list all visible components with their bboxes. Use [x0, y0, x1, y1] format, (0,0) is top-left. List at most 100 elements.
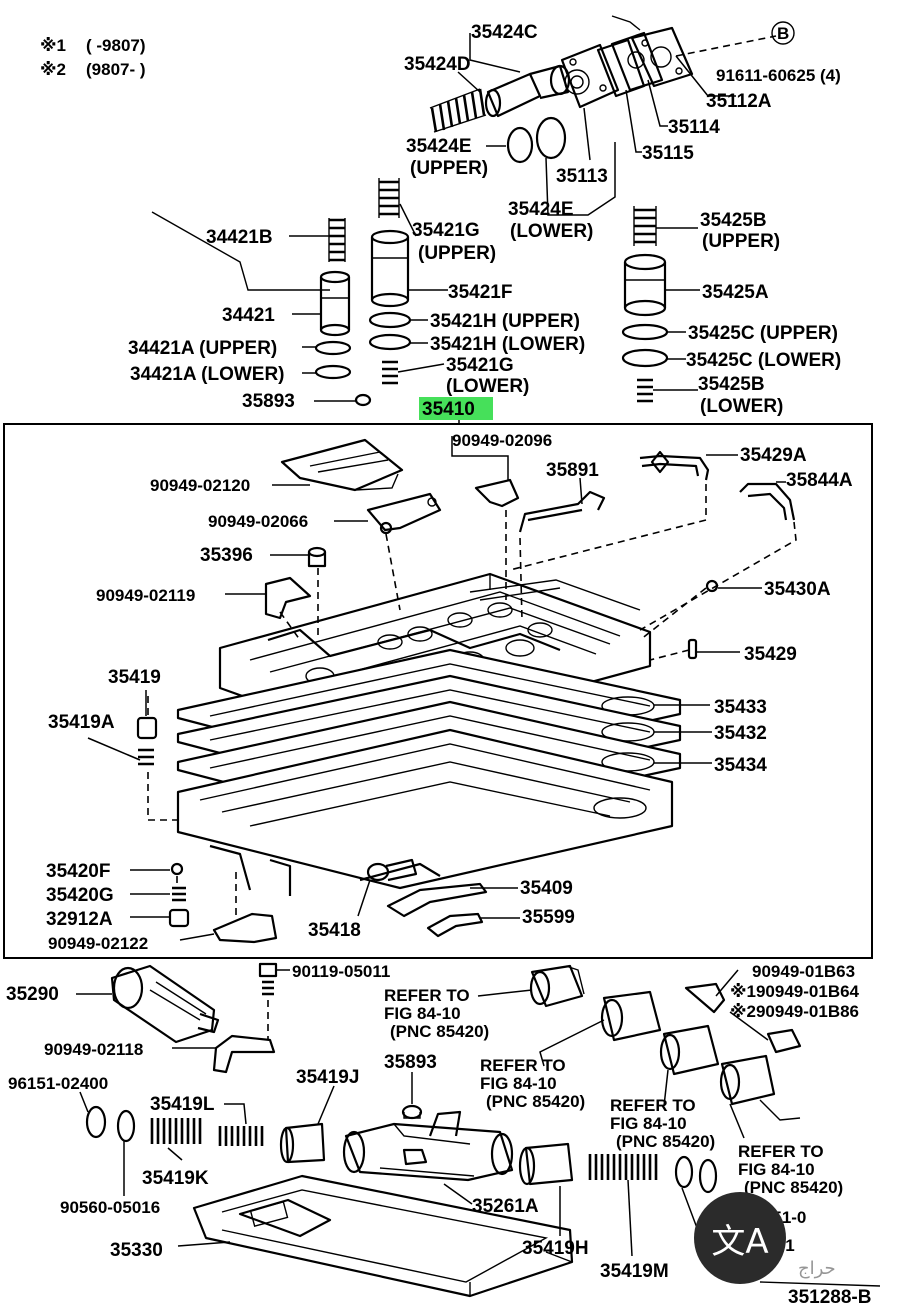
ref-2-line-1: REFER TO — [480, 1056, 566, 1075]
pipe-35891 — [518, 490, 606, 533]
oring-96151-right — [698, 1158, 718, 1194]
label-35425a: 35425A — [702, 282, 769, 303]
clip-90949-02119 — [264, 576, 312, 620]
label-35844a: 35844A — [786, 470, 853, 491]
lower-parts — [76, 962, 881, 1298]
label-90560-05016: 90560-05016 — [60, 1198, 160, 1217]
ref-2-line-3: (PNC 85420) — [486, 1092, 585, 1111]
cover-35112a — [630, 26, 694, 88]
ref-3-line-2: FIG 84-10 — [610, 1114, 687, 1133]
label-90949-01b64: ※190949-01B64 — [730, 982, 860, 1001]
note-1-text: ( -9807) — [86, 36, 146, 55]
ref-4-line-1: REFER TO — [738, 1142, 824, 1161]
ref-1-line-1: REFER TO — [384, 986, 470, 1005]
label-35113: 35113 — [556, 166, 608, 187]
label-35419: 35419 — [108, 667, 161, 688]
bolt-90119-05011 — [258, 962, 278, 996]
clip-90949-01b63 — [684, 982, 726, 1014]
label-35290: 35290 — [6, 984, 59, 1005]
label-34421a-upper: 34421A (UPPER) — [128, 338, 277, 359]
label-90949-01b86: ※290949-01B86 — [730, 1002, 859, 1021]
watermark: حراج — [798, 1258, 836, 1279]
cover-90949-02120 — [280, 438, 404, 492]
magnet-351288-b — [759, 1281, 881, 1287]
label-35410: 35410 — [422, 399, 475, 420]
oring-34421a-upper — [314, 340, 352, 356]
bracket-35409 — [386, 882, 488, 918]
pipe-35429a — [639, 450, 710, 481]
housing-35261a — [342, 1110, 514, 1182]
sleeve-35419j — [279, 1122, 326, 1164]
spring-35421g-upper — [378, 178, 400, 218]
label-35425b-upper-tag: (UPPER) — [702, 231, 780, 252]
label-90949-02096: 90949-02096 — [452, 431, 552, 450]
label-35425b-upper: 35425B — [700, 210, 767, 231]
label-90949-02118: 90949-02118 — [44, 1040, 143, 1059]
label-35419j: 35419J — [296, 1067, 359, 1088]
label-35429a: 35429A — [740, 445, 807, 466]
clip-90949-01b86 — [766, 1028, 802, 1054]
label-34421: 34421 — [222, 305, 275, 326]
clip-90949-02122 — [212, 912, 278, 944]
label-34421a-lower: 34421A (LOWER) — [130, 364, 285, 385]
solenoid-ref-4 — [719, 1054, 801, 1121]
plug-32912a — [168, 908, 190, 928]
note-1-mark: ※1 — [40, 36, 66, 55]
spring-35425b-lower — [637, 378, 653, 403]
label-35424e-lower-tag: (LOWER) — [510, 221, 593, 242]
label-35424c: 35424C — [471, 22, 538, 43]
translate-button[interactable]: 文A — [694, 1192, 786, 1284]
label-32912a: 32912A — [46, 909, 113, 930]
ball-35893-lower — [401, 1104, 423, 1120]
label-34421b: 34421B — [206, 227, 273, 248]
label-35115: 35115 — [642, 143, 694, 164]
plate-35114 — [610, 31, 664, 92]
accumulators — [151, 178, 700, 424]
ref-4-line-2: FIG 84-10 — [738, 1160, 815, 1179]
label-35420g: 35420G — [46, 885, 114, 906]
check-ball-35893 — [354, 393, 372, 407]
ref-circle-b — [771, 21, 795, 45]
washer-90560-05016 — [116, 1109, 136, 1143]
piston-35424c — [484, 64, 571, 118]
label-35429: 35429 — [744, 644, 797, 665]
spring-34421b — [328, 218, 346, 262]
valve-body-assembly-frame — [3, 423, 873, 959]
ref-3-line-3: (PNC 85420) — [616, 1132, 715, 1151]
label-35419l: 35419L — [150, 1094, 215, 1115]
label-35114: 35114 — [668, 117, 720, 138]
oring-35424e-upper — [506, 126, 534, 164]
label-90949-02066: 90949-02066 — [208, 512, 308, 531]
label-35421g-lower: 35421G — [446, 355, 514, 376]
spring-35421g-lower — [382, 360, 398, 385]
label-35421g-upper-tag: (UPPER) — [418, 243, 496, 264]
label-90949-01b63: 90949-01B63 — [752, 962, 855, 981]
ref-1-line-3: (PNC 85420) — [390, 1022, 489, 1041]
plug-35419 — [136, 716, 158, 740]
lower-valve-body — [176, 728, 674, 896]
oring-35421h-lower — [368, 333, 412, 351]
oring-34421a-lower — [314, 364, 352, 380]
spring-35424d — [429, 88, 487, 133]
label-35112a: 35112A — [706, 91, 772, 112]
label-35424e-upper: 35424E — [406, 136, 472, 157]
spring-35419a — [138, 748, 154, 766]
label-351288-b: 351288-B — [788, 1287, 871, 1308]
oil-pan-35330 — [192, 1174, 574, 1298]
oring-96151-02400 — [85, 1105, 107, 1139]
label-35891: 35891 — [546, 460, 599, 481]
label-35421h-upper: 35421H (UPPER) — [430, 311, 580, 332]
label-90949-02119: 90949-02119 — [96, 586, 195, 605]
translate-icon: 文A — [711, 1221, 769, 1262]
solenoid-35290 — [110, 964, 220, 1044]
oring-35425c-upper — [621, 323, 669, 341]
label-35330: 35330 — [110, 1240, 163, 1261]
label-35433: 35433 — [714, 697, 767, 718]
note-2-text: (9807- ) — [86, 60, 146, 79]
label-90119-05011: 90119-05011 — [292, 962, 390, 981]
spring-35425b-upper — [633, 206, 657, 246]
ref-1-line-2: FIG 84-10 — [384, 1004, 461, 1023]
label-90949-02120: 90949-02120 — [150, 476, 250, 495]
label-35432: 35432 — [714, 723, 767, 744]
label-35434: 35434 — [714, 755, 767, 776]
